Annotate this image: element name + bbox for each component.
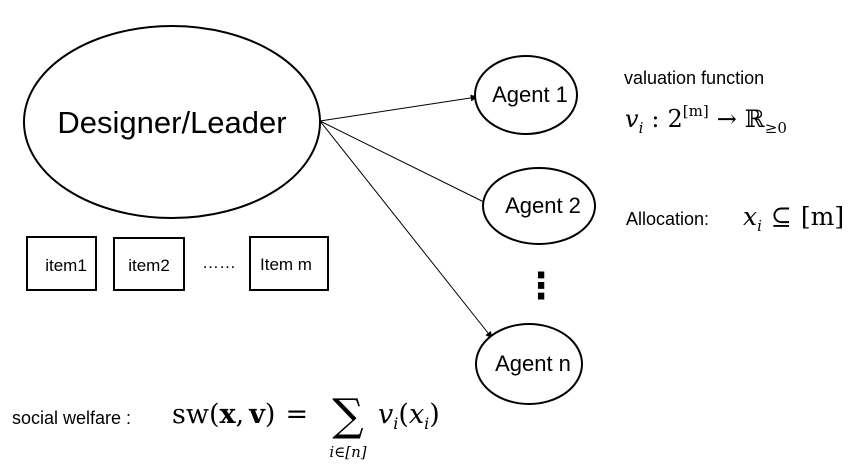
valuation-base: 2 xyxy=(667,105,682,133)
item-box-2: item2 xyxy=(113,237,185,291)
item-rect xyxy=(113,237,185,291)
welfare-term-v-sub: i xyxy=(393,414,398,433)
item-box-m: Item m xyxy=(249,236,329,291)
valuation-set: ℝ xyxy=(745,105,766,133)
valuation-set-sub: ≥0 xyxy=(765,119,787,137)
welfare-lhs: sw(x,v) = xyxy=(172,399,308,430)
allocation-label: Allocation: xyxy=(626,209,709,229)
welfare-eq: = xyxy=(285,399,308,430)
welfare-close: ) xyxy=(265,399,276,430)
welfare-term-v: v xyxy=(378,399,393,430)
allocation-formula: xi ⊆ [m] xyxy=(743,202,844,235)
agents-ellipsis: ⋮ xyxy=(523,265,559,306)
welfare-x-bold: x xyxy=(220,399,237,430)
agent-label: Agent 1 xyxy=(492,82,568,107)
edge-leader-agent-1 xyxy=(319,94,478,122)
item-box-1: item1 xyxy=(26,236,97,291)
leader-label: Designer/Leader xyxy=(57,105,286,140)
agent-ellipse xyxy=(474,55,578,135)
welfare-term-open: ( xyxy=(398,399,409,430)
agent-label: Agent n xyxy=(495,351,571,376)
allocation-set: [m] xyxy=(801,202,844,231)
leader-node: Designer/Leader xyxy=(23,25,321,219)
agent-ellipse xyxy=(475,323,583,405)
welfare-sum-index: i∈[n] xyxy=(329,443,366,461)
welfare-comma: , xyxy=(236,399,245,430)
welfare-annotation: social welfare : sw(x,v)= ∑ i∈[n] vi(xi) xyxy=(12,390,440,461)
welfare-v-bold: v xyxy=(248,399,266,430)
welfare-term-x: x xyxy=(409,399,424,430)
valuation-arrow: → xyxy=(717,105,737,133)
valuation-annotation: valuation function vi:2[m] → ℝ≥0 xyxy=(624,68,787,137)
welfare-term-close: ) xyxy=(429,399,440,430)
allocation-var: x xyxy=(743,202,757,231)
welfare-label: social welfare : xyxy=(12,408,131,428)
allocation-annotation: Allocation: xi ⊆ [m] xyxy=(626,202,844,235)
agent-ellipse xyxy=(482,167,596,245)
welfare-term: vi(xi) xyxy=(378,399,440,433)
welfare-sw: sw( xyxy=(172,399,220,430)
valuation-sub: i xyxy=(639,119,644,137)
allocation-sub: i xyxy=(757,217,762,235)
agent-node-2: Agent 2 xyxy=(482,167,596,245)
agent-node-1: Agent 1 xyxy=(474,55,578,135)
item-rect xyxy=(249,236,329,291)
welfare-sum-symbol: ∑ xyxy=(332,390,363,441)
valuation-var: v xyxy=(625,105,639,133)
agent-label: Agent 2 xyxy=(505,193,581,218)
items-ellipsis: …… xyxy=(202,253,236,272)
valuation-formula: vi:2[m] → ℝ≥0 xyxy=(625,102,787,137)
edges xyxy=(319,94,493,339)
item-label: item1 xyxy=(45,256,87,275)
edge-leader-agent-2 xyxy=(319,120,491,206)
item-rect xyxy=(26,236,97,291)
item-label: Item m xyxy=(260,255,312,274)
leader-ellipse xyxy=(23,25,321,219)
valuation-colon: : xyxy=(651,105,659,133)
welfare-term-x-sub: i xyxy=(424,414,429,433)
edge-leader-agent-n xyxy=(319,120,493,339)
valuation-label: valuation function xyxy=(624,68,764,88)
valuation-exp: [m] xyxy=(683,102,709,120)
agent-node-n: Agent n xyxy=(475,323,583,405)
item-label: item2 xyxy=(128,256,170,275)
allocation-rel: ⊆ xyxy=(771,202,792,231)
